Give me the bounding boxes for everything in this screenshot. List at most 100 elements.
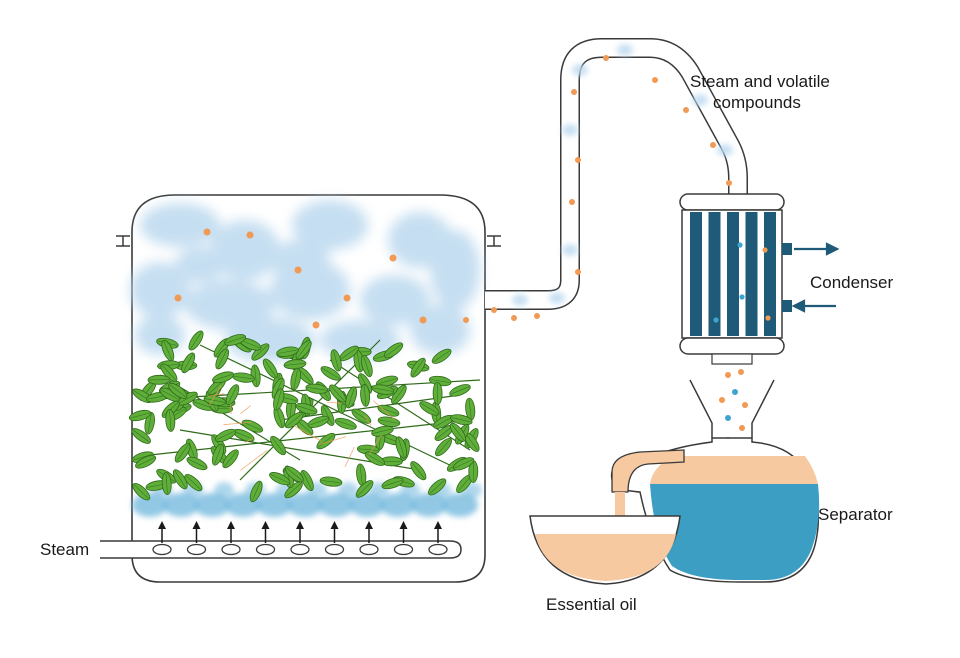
leaf-vein xyxy=(147,413,152,434)
steam-inlet-arrow-icon xyxy=(399,521,408,529)
pipe-droplets xyxy=(463,55,732,323)
separator-label: Separator xyxy=(818,505,893,524)
leaf xyxy=(273,406,286,429)
condenser-drop xyxy=(765,315,771,321)
leaf-vein xyxy=(286,467,303,481)
leaf-vein xyxy=(264,359,276,378)
pipe-steam-puff xyxy=(562,244,578,256)
leaf xyxy=(212,371,235,384)
leaf xyxy=(211,443,225,466)
steam-jet xyxy=(287,493,323,517)
oil-trace xyxy=(208,385,222,407)
condenser-tubes xyxy=(690,212,776,336)
separator-water xyxy=(650,484,820,580)
leaf-vein xyxy=(217,349,227,368)
leaf xyxy=(330,349,342,372)
steam-jet xyxy=(411,493,447,517)
leaf-vein xyxy=(163,402,179,417)
pipe-steam-puff xyxy=(549,292,565,304)
oil-trace xyxy=(244,437,254,443)
oil-trace xyxy=(293,425,322,442)
leaf-vein xyxy=(412,359,424,377)
oil-in-bowl xyxy=(535,534,676,581)
leaf-vein xyxy=(357,481,372,497)
steam-inlet-nozzles xyxy=(152,521,448,556)
leaf xyxy=(131,428,151,444)
essential-oil-label: Essential oil xyxy=(546,595,637,614)
condenser-drop xyxy=(737,242,743,248)
pipe-steam xyxy=(512,44,733,306)
steam-nozzle xyxy=(290,543,310,556)
leaf xyxy=(432,382,443,405)
pipe-droplet xyxy=(571,89,577,95)
leaf xyxy=(215,348,230,370)
condenser xyxy=(679,193,840,365)
leaf-vein xyxy=(382,479,403,487)
leaf-vein xyxy=(372,387,393,392)
leaf xyxy=(172,469,188,490)
leaf xyxy=(284,481,303,499)
steam-jet xyxy=(380,493,416,517)
leaf xyxy=(410,357,426,378)
steam-jet xyxy=(214,482,234,498)
droplet xyxy=(294,266,302,274)
leaf-vein xyxy=(169,384,186,398)
leaf-vein xyxy=(468,399,472,420)
leaf-vein xyxy=(317,434,334,448)
leaf xyxy=(270,435,287,456)
pipe-droplet xyxy=(463,317,469,323)
condenser-drop xyxy=(762,247,768,253)
leaf-vein xyxy=(213,373,233,381)
steam-nozzle xyxy=(221,543,241,556)
leaf-vein xyxy=(454,459,473,469)
leaf-vein xyxy=(356,351,361,372)
leaf-vein xyxy=(436,439,451,455)
leaf xyxy=(188,330,204,351)
leaf xyxy=(276,346,299,357)
leaf-vein xyxy=(169,410,172,431)
leaf xyxy=(283,359,307,370)
leaf xyxy=(464,432,480,452)
steam-nozzle xyxy=(255,543,276,556)
leaf-vein xyxy=(165,473,168,494)
leaf xyxy=(381,477,404,490)
leaf xyxy=(273,388,285,411)
leaf-vein xyxy=(270,474,289,484)
steam-puff xyxy=(135,315,185,355)
pipe-steam-puff xyxy=(572,64,588,76)
leaf-vein xyxy=(214,445,222,465)
leaf-vein xyxy=(241,340,261,349)
leaf-vein xyxy=(363,356,371,376)
droplet xyxy=(343,294,351,302)
pipe-droplet xyxy=(710,142,716,148)
leaf-vein xyxy=(457,475,472,492)
leaf-vein xyxy=(224,450,238,467)
leaf xyxy=(161,472,172,495)
steam-nozzle xyxy=(359,543,379,556)
falling-drop xyxy=(725,415,731,421)
leaf-vein xyxy=(366,453,384,464)
steam-inlet-arrow-icon xyxy=(227,521,235,529)
leaf xyxy=(224,334,247,346)
leaf-vein xyxy=(216,430,235,440)
leaf xyxy=(450,414,473,426)
steam-puff xyxy=(210,220,280,280)
leaf xyxy=(269,472,291,486)
steam-jet xyxy=(442,493,478,517)
leaf-vein xyxy=(286,413,303,427)
condenser-tube xyxy=(764,212,776,336)
vapour-label: Steam and volatile compounds xyxy=(690,71,830,113)
leaf-vein xyxy=(372,428,393,434)
leaf xyxy=(395,436,408,459)
oil-trace xyxy=(207,393,225,397)
separator-funnel xyxy=(689,379,775,438)
steam-jet xyxy=(194,493,230,517)
steam-inlet-arrow-icon xyxy=(192,521,201,529)
steam-puff xyxy=(292,200,368,250)
steam-inlet-arrow-icon xyxy=(434,521,442,529)
leaf-vein xyxy=(377,378,397,385)
leaf xyxy=(329,384,347,403)
leaf xyxy=(375,375,399,387)
leaf-vein xyxy=(185,475,201,490)
